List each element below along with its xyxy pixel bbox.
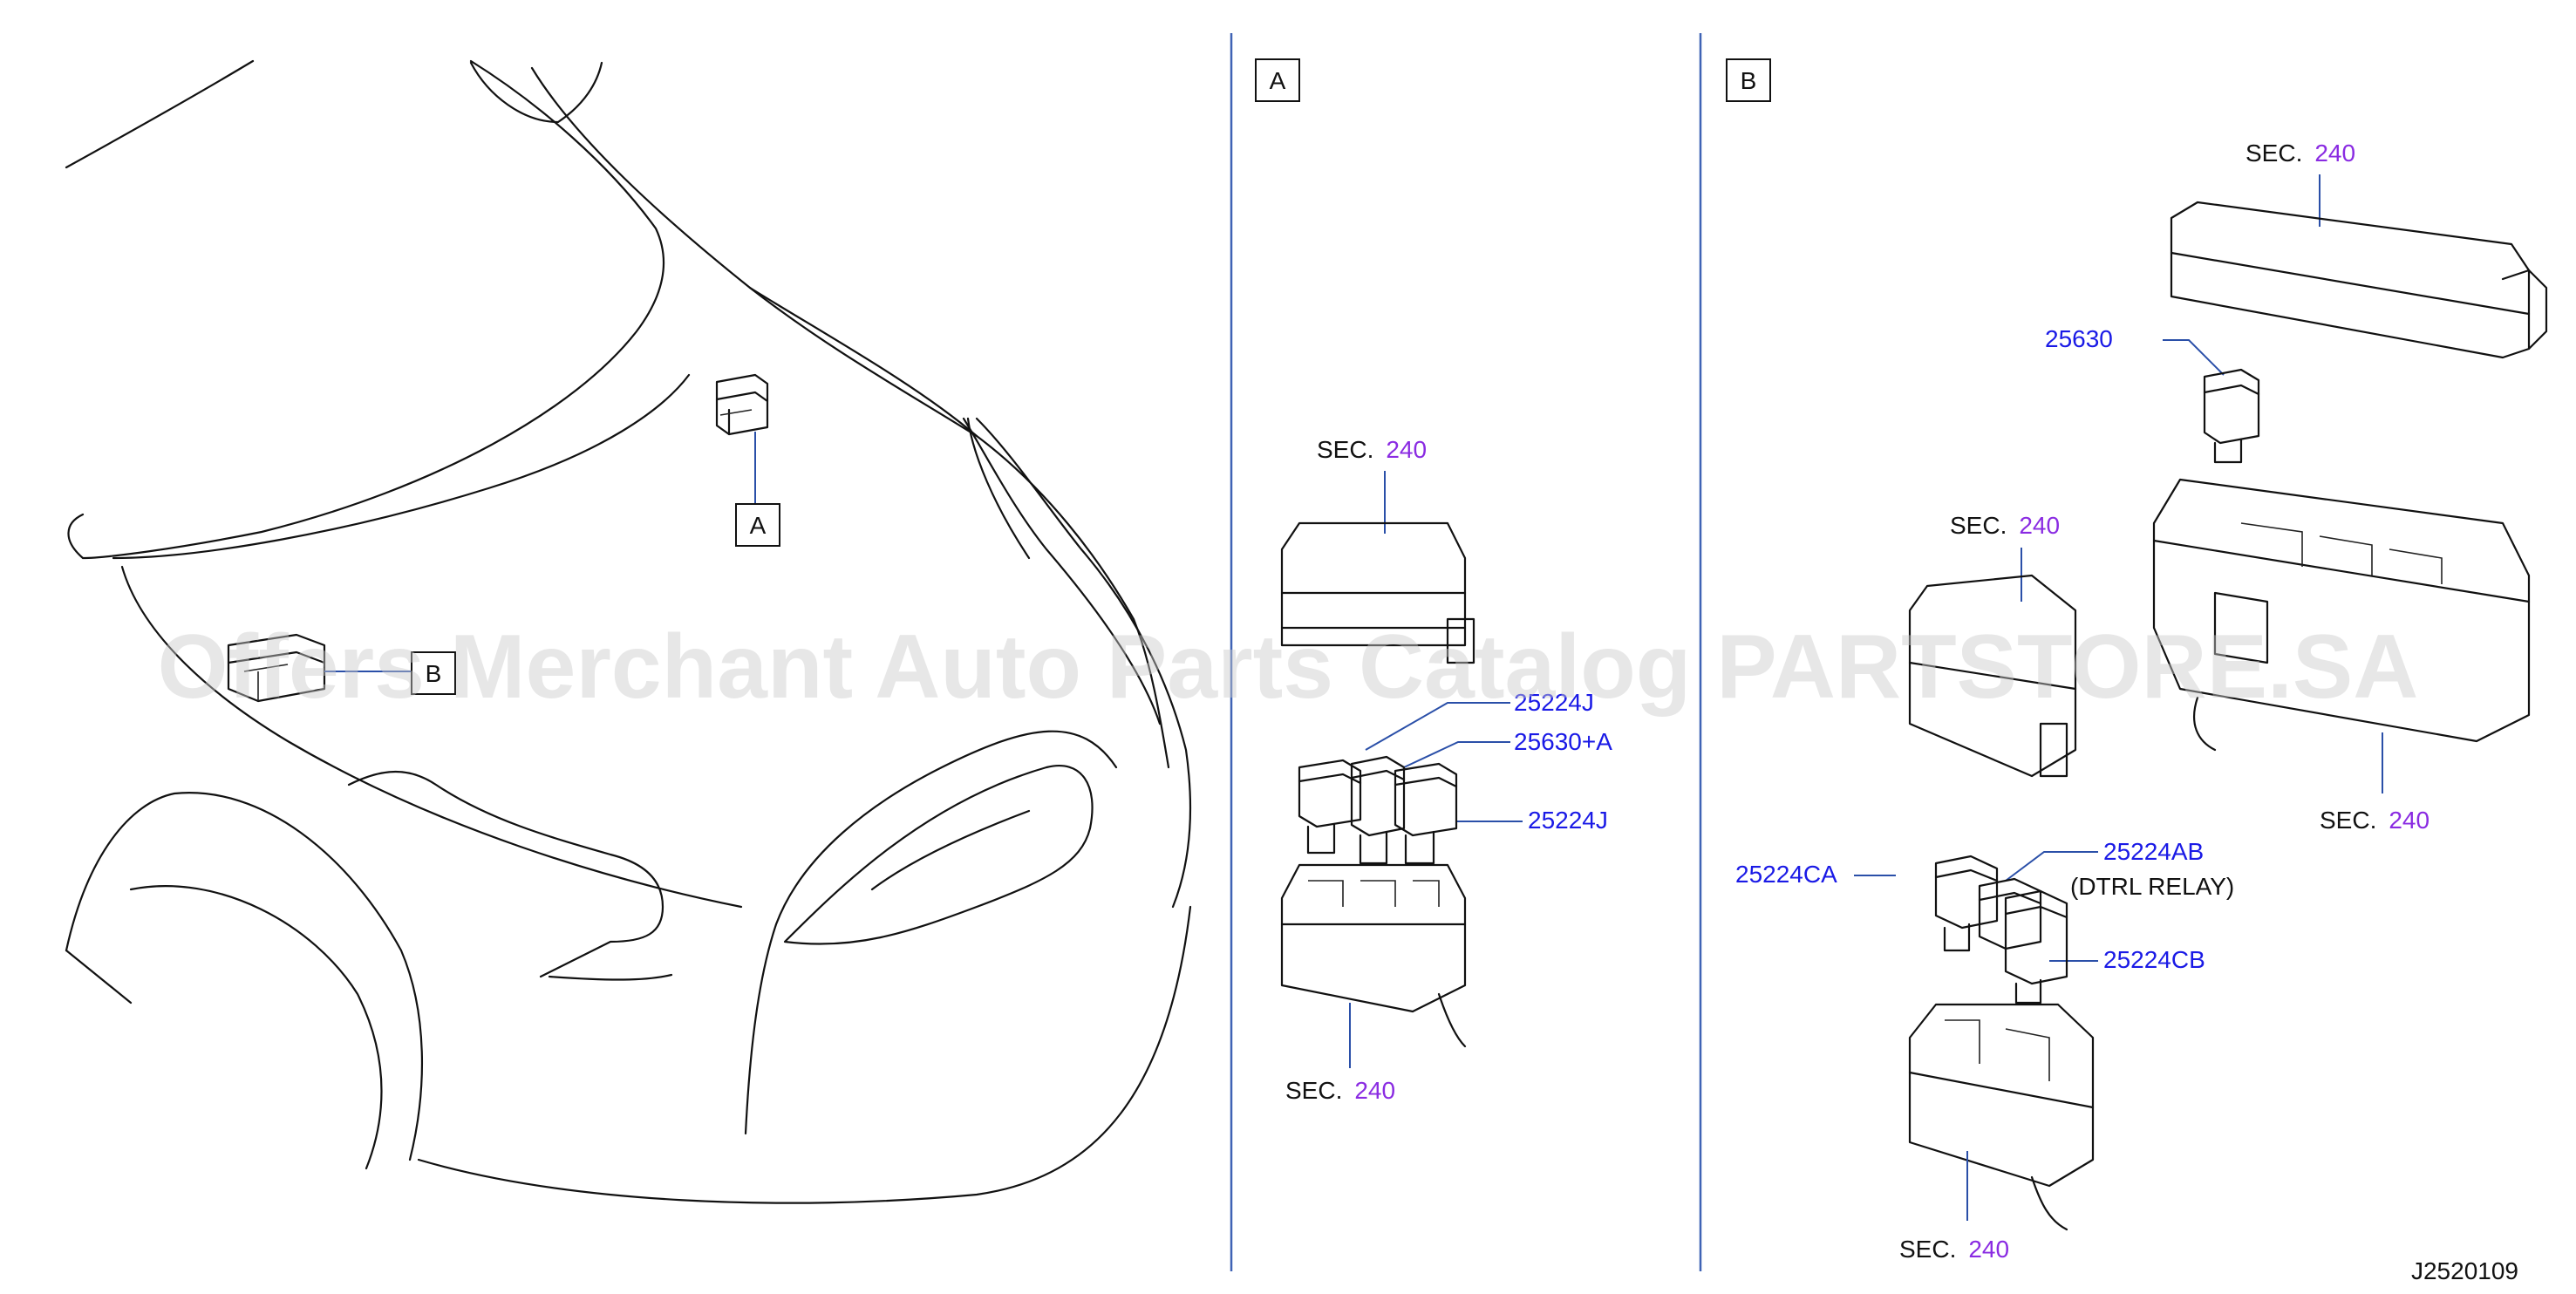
diagram-id: J2520109 [2411,1257,2518,1284]
part-25224j-top: 25224J [1514,689,1594,716]
dtrl-relay-note: (DTRL RELAY) [2070,873,2234,900]
fuse-box-base-b [2152,478,2531,752]
relays-a [1298,755,1458,865]
sec-ref-a-top: SEC.240 [1317,436,1427,463]
relay-location-b-icon [227,633,326,703]
sec-ref-b-mid: SEC.240 [1950,512,2060,539]
relay-box-base-b [1908,1003,2095,1231]
relay-box-cover-b [1908,574,2077,778]
part-25630a: 25630+A [1514,728,1612,755]
relay-location-a-icon [715,373,769,436]
callout-b-label: B [426,660,442,687]
part-25224cb: 25224CB [2103,946,2205,973]
callout-a-label: A [750,512,767,539]
relays-b [1934,855,2068,1005]
part-25224j-right: 25224J [1528,807,1608,834]
relay-box-base-a [1280,863,1467,1048]
panel-b-tag [1726,58,1771,102]
fuse-box-cover-b [2170,201,2548,359]
part-25224ab: 25224AB [2103,838,2204,865]
callout-box-a [735,503,780,547]
sec-ref-a-bottom: SEC.240 [1285,1077,1395,1104]
panel-a-tag [1255,58,1300,102]
part-25630: 25630 [2045,325,2113,352]
callout-box-b [411,651,456,695]
sec-ref-b-top: SEC.240 [2245,140,2355,167]
car-body-outline [65,59,1192,1204]
sec-ref-b-bottom: SEC.240 [1899,1236,2009,1263]
relay-box-cover-a [1280,521,1475,664]
panel-b-tag-label: B [1741,67,1757,94]
watermark: Offers Merchant Auto Parts Catalog PARTS… [158,616,2419,718]
part-25224ca: 25224CA [1735,861,1837,888]
relay-25630-icon [2203,368,2260,464]
sec-ref-b-right: SEC.240 [2320,807,2429,834]
panel-a-tag-label: A [1270,67,1286,94]
